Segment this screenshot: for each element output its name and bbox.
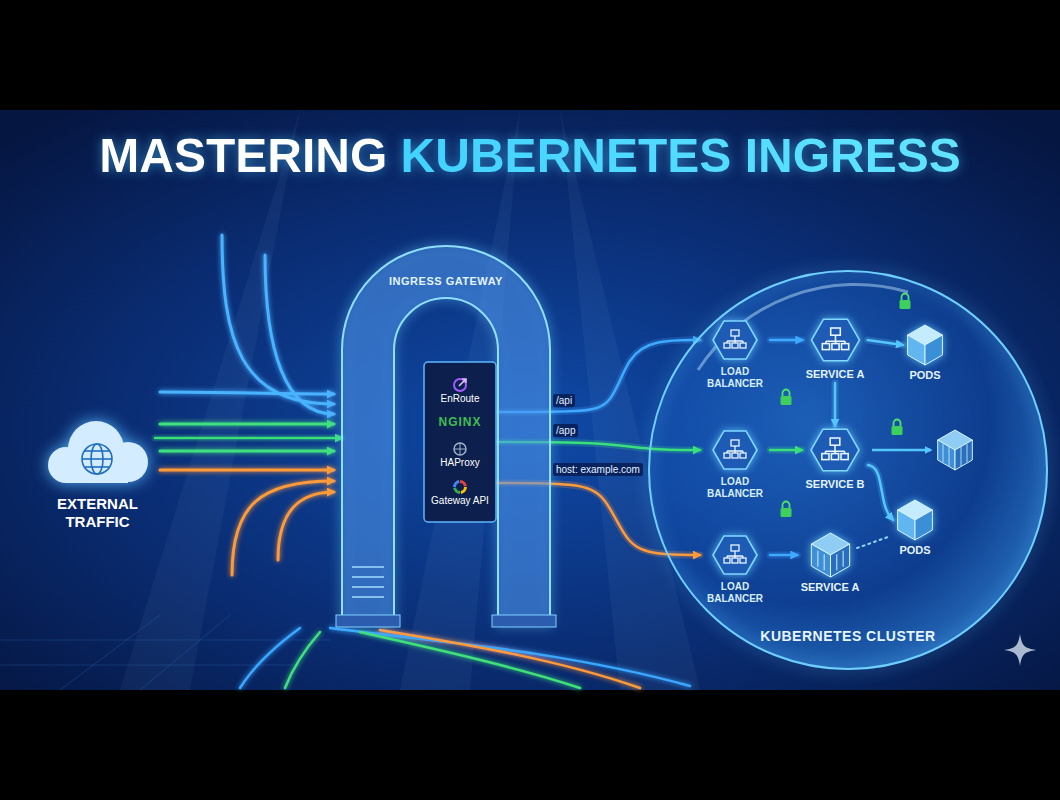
panel-frame	[424, 362, 496, 522]
arch-base	[492, 615, 556, 627]
node-label: HAProxy	[440, 441, 479, 469]
controller-icon	[453, 480, 467, 494]
cube-icon	[898, 500, 933, 540]
traffic-streams	[160, 235, 334, 575]
connector-arrow	[770, 339, 803, 342]
node-label: LOAD BALANCER	[703, 476, 767, 499]
controller-icon	[454, 379, 466, 391]
connector-arrow	[868, 340, 904, 345]
tree-icon	[724, 330, 746, 348]
node-label: NGINX	[438, 415, 481, 429]
floor-grid	[0, 615, 330, 690]
connector-glow	[868, 465, 893, 520]
connector-glow	[832, 383, 839, 426]
node-label: PODS	[899, 544, 930, 557]
load-balancer: LOAD BALANCER	[700, 428, 770, 501]
node-label: LOAD BALANCER	[703, 366, 767, 389]
cube-icon	[908, 325, 943, 365]
connector-arrow	[868, 465, 893, 520]
lock-icons	[781, 294, 911, 518]
arch-outline	[342, 246, 550, 625]
page-title: MASTERING KUBERNETES INGRESS	[99, 130, 960, 183]
hex-icon	[713, 321, 757, 359]
node-label: KUBERNETES CLUSTER	[648, 628, 1048, 645]
connector-glow	[770, 447, 802, 454]
tree-icon	[724, 440, 746, 458]
node-label: SERVICE A	[806, 368, 865, 381]
connector-glow	[868, 340, 904, 345]
pod-cube: PODS	[893, 500, 937, 559]
container-icon	[811, 533, 849, 577]
connector-glow	[770, 337, 803, 344]
node-label: INGRESS GATEWAY	[342, 275, 550, 288]
globe-icon	[82, 444, 112, 474]
dotted-link	[857, 537, 888, 548]
sphere-outline	[649, 271, 1047, 669]
node-label: SERVICE B	[805, 478, 864, 491]
cluster-sphere: LOAD BALANCER SERVICE A PODS LOAD BALANCER S…	[648, 270, 1048, 670]
pod-cube: PODS	[903, 325, 947, 384]
hex-icon	[713, 431, 757, 469]
background-band	[0, 110, 1060, 690]
floor-streaks	[240, 628, 690, 688]
gateway-arch: EnRouteNGINX HAProxyGateway API INGRESS GA…	[342, 245, 550, 637]
route-label: host: example.com	[553, 463, 643, 476]
connector-arrow	[770, 449, 802, 452]
sparkle-mark	[1004, 634, 1036, 666]
service-node: SERVICE B	[802, 426, 868, 493]
tree-icon	[822, 328, 848, 350]
tree-icon	[822, 438, 848, 460]
node-label: LOAD BALANCER	[703, 581, 767, 604]
service-node: SERVICE A	[803, 316, 868, 383]
connector-arrow	[770, 554, 798, 557]
tree-icon	[724, 545, 746, 563]
light-rays	[120, 110, 700, 690]
cloud-node: EXTERNAL TRAFFIC	[40, 405, 155, 535]
controller-icon	[454, 443, 466, 455]
load-balancer: LOAD BALANCER	[700, 533, 770, 606]
container-cube	[872, 430, 972, 470]
route-label: /app	[553, 424, 578, 437]
server-slots	[352, 567, 384, 597]
cluster-sphere-fill	[648, 270, 1048, 670]
connector-arrow	[834, 383, 837, 426]
node-label: PODS	[909, 369, 940, 382]
connector-arrow	[155, 437, 342, 440]
connector-glow	[155, 435, 342, 442]
cloud-shape	[48, 421, 148, 483]
service-container: SERVICE A	[798, 533, 863, 596]
route-label: /api	[553, 394, 575, 407]
controller-panel: EnRouteNGINX HAProxyGateway API	[424, 362, 496, 522]
node-label: EXTERNAL TRAFFIC	[40, 495, 155, 531]
node-label: SERVICE A	[801, 581, 860, 594]
sphere-highlight	[698, 285, 908, 370]
hex-icon	[713, 536, 757, 574]
hex-icon	[811, 429, 859, 471]
load-balancer: LOAD BALANCER	[700, 318, 770, 391]
connector-glow	[770, 552, 798, 559]
node-label: Gateway API	[431, 479, 489, 507]
node-label: EnRoute	[441, 377, 480, 405]
hex-icon	[811, 319, 859, 361]
arch-base	[336, 615, 400, 627]
